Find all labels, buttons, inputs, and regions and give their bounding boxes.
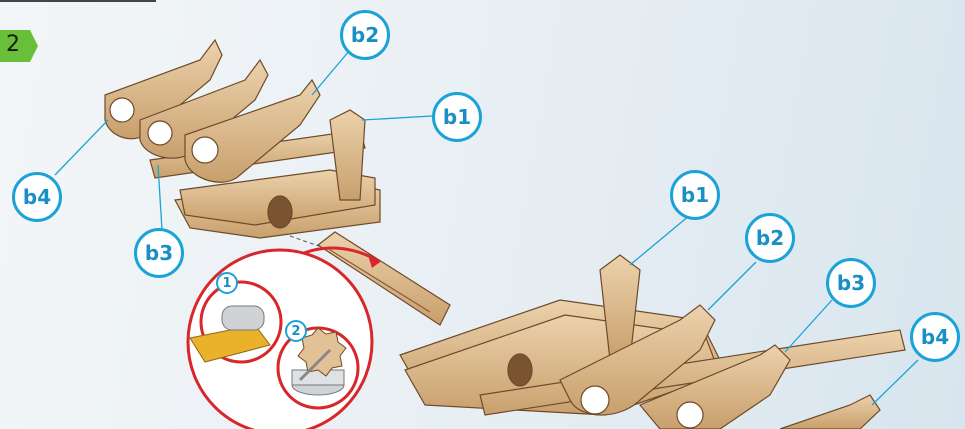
detail-callout — [188, 248, 380, 429]
callout-lower-b1: b1 — [670, 170, 720, 220]
substep-2-badge: 2 — [285, 320, 307, 342]
callout-lower-b2: b2 — [745, 213, 795, 263]
substep-1-badge: 1 — [216, 272, 238, 294]
callout-lower-b3: b3 — [826, 258, 876, 308]
callout-upper-b1: b1 — [432, 92, 482, 142]
callout-lower-b4: b4 — [910, 312, 960, 362]
upper-frame-assembly — [105, 40, 380, 238]
callout-upper-b4: b4 — [12, 172, 62, 222]
callout-upper-b3: b3 — [134, 228, 184, 278]
callout-upper-b2: b2 — [340, 10, 390, 60]
